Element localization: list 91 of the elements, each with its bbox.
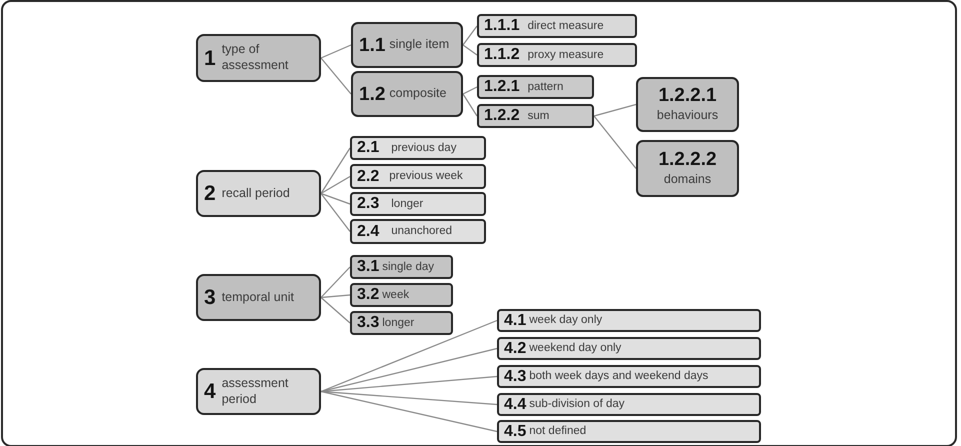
category-box: [196, 170, 321, 217]
category-box: [196, 274, 321, 321]
category-box: [477, 43, 637, 67]
category-label: previous week: [389, 169, 463, 184]
section-number: 3: [204, 287, 216, 308]
section-number: 2.3: [357, 196, 380, 212]
section-number: 4.1: [504, 312, 526, 328]
category-label: recall period: [222, 186, 290, 202]
connector-line: [320, 148, 350, 194]
section-number: 1.2.2: [484, 108, 520, 124]
category-label: unanchored: [391, 224, 452, 239]
connector-line: [320, 176, 350, 194]
category-label: longer: [391, 196, 424, 212]
category-box: [477, 14, 637, 38]
category-label: domains: [664, 172, 712, 188]
connector-line: [320, 44, 352, 59]
section-number: 1.1.2: [484, 47, 520, 63]
section-number: 4.2: [504, 340, 526, 356]
category-box: [196, 368, 321, 415]
category-label: week day only: [529, 313, 602, 328]
category-box: [350, 192, 486, 216]
section-number: 1.2.2.1: [658, 86, 717, 105]
category-label: sum: [528, 108, 550, 124]
category-label: single item: [389, 37, 450, 53]
connector-line: [594, 104, 636, 117]
category-label: assessment period: [222, 376, 290, 408]
category-box: [350, 136, 486, 160]
category-box: [350, 255, 453, 279]
connector-line: [320, 193, 350, 232]
section-number: 2.4: [357, 224, 380, 240]
category-box: [350, 311, 453, 335]
category-box: [477, 75, 594, 99]
connector-line: [320, 192, 350, 205]
category-label: type of assessment: [222, 42, 290, 74]
section-number: 3.3: [357, 315, 380, 331]
connector-line: [320, 390, 498, 406]
section-number: 1.2.2.2: [658, 150, 717, 169]
category-box: [497, 309, 761, 332]
connector-line: [320, 297, 350, 324]
category-label: longer: [382, 316, 414, 330]
connector-line: [320, 294, 350, 298]
category-box: [636, 77, 739, 132]
connector-line: [320, 58, 352, 94]
category-box: [351, 71, 463, 117]
section-number: 4.4: [504, 396, 526, 412]
connector-line: [462, 86, 478, 95]
connector-line: [320, 266, 350, 298]
section-number: 1: [204, 48, 216, 68]
section-number: 4.5: [504, 424, 526, 440]
section-number: 1.1: [359, 36, 386, 54]
category-box: [497, 337, 761, 360]
category-label: previous day: [391, 140, 456, 156]
section-number: 2.2: [357, 168, 380, 184]
section-number: 1.1.1: [484, 18, 520, 34]
category-box: [497, 393, 761, 416]
connector-line: [594, 116, 636, 169]
section-number: 4.3: [504, 368, 526, 384]
category-box: [636, 140, 739, 197]
category-box: [350, 283, 453, 307]
category-label: weekend day only: [529, 341, 622, 356]
category-label: week: [382, 288, 410, 302]
section-number: 2.1: [357, 140, 380, 156]
section-number: 3.2: [357, 287, 380, 303]
category-label: sub-division of day: [529, 397, 624, 412]
category-box: [351, 22, 463, 68]
category-box: [497, 365, 761, 388]
category-label: behaviours: [656, 108, 718, 124]
category-label: single day: [382, 260, 434, 274]
category-label: both week days and weekend days: [529, 369, 708, 384]
section-number: 1.2: [359, 84, 386, 104]
connector-line: [462, 44, 478, 56]
category-label: composite: [389, 86, 446, 102]
section-number: 4: [204, 381, 216, 402]
connector-line: [320, 376, 498, 392]
section-number: 1.2.1: [484, 79, 520, 95]
category-box: [350, 164, 486, 189]
category-label: direct measure: [528, 18, 604, 34]
category-label: not defined: [529, 424, 586, 439]
category-box: [497, 420, 761, 443]
category-box: [477, 104, 594, 128]
connector-line: [320, 390, 498, 432]
category-label: temporal unit: [222, 290, 294, 306]
section-number: 3.1: [357, 259, 380, 275]
section-number: 2: [204, 183, 216, 204]
category-box: [196, 34, 321, 82]
connector-line: [320, 348, 498, 392]
connector-line: [320, 320, 498, 392]
category-label: pattern: [528, 80, 564, 94]
category-label: proxy measure: [528, 48, 604, 62]
category-box: [350, 219, 486, 244]
connector-line: [462, 26, 478, 46]
